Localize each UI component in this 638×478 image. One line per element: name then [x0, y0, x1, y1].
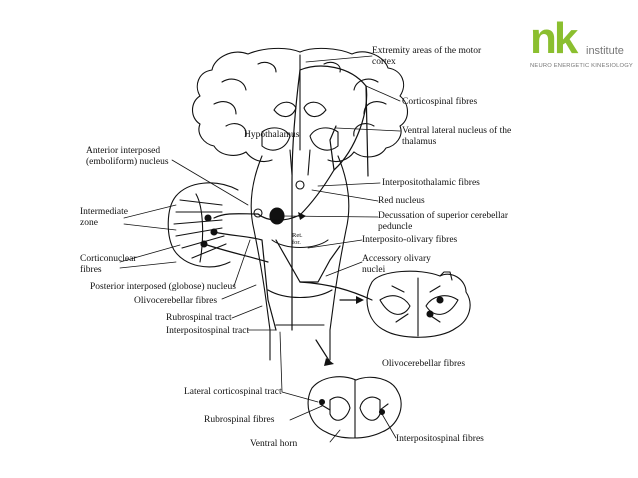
arrowheads — [298, 212, 364, 366]
label-intermediate-zone: Intermediate zone — [80, 207, 129, 228]
label-corticospinal-fibres: Corticospinal fibres — [402, 97, 478, 107]
label-rubrospinal-fibres: Rubrospinal fibres — [204, 415, 275, 425]
label-rubrospinal-tract: Rubrospinal tract — [166, 313, 232, 323]
cerebrum-drawing — [191, 47, 409, 163]
label-interposito-olivary-fibres: Interposito-olivary fibres — [362, 235, 458, 245]
label-posterior-interposed-nucleus: Posterior interposed (globose) nucleus — [90, 282, 236, 292]
label-anterior-interposed-nucleus: Anterior interposed (emboliform) nucleus — [86, 146, 169, 167]
logo-mark: nk — [530, 14, 578, 63]
pathway-fibres — [203, 65, 373, 363]
logo-word: institute — [586, 45, 624, 57]
label-corticonuclear-fibres: Corticonuclear fibres — [80, 254, 137, 275]
label-hypothalamus: Hypothalamus — [244, 130, 300, 140]
label-decussation: Decussation of superior cerebellar pedun… — [378, 211, 509, 232]
leader-lines — [119, 55, 401, 443]
label-interpositospinal-fibres: Interpositospinal fibres — [396, 434, 484, 444]
logo-tagline: NEURO ENERGETIC KINESIOLOGY — [530, 63, 633, 69]
label-red-nucleus: Red nucleus — [378, 196, 425, 206]
label-accessory-olivary-nuclei: Accessory olivary nuclei — [362, 254, 431, 275]
cerebellum-drawing — [167, 182, 239, 268]
label-ventral-horn: Ventral horn — [250, 439, 298, 449]
label-interpositospinal-tract: Interpositospinal tract — [166, 326, 250, 336]
label-interpositothalamic-fibres: Interpositothalamic fibres — [382, 178, 480, 188]
label-ret-for: Ret. for. — [292, 232, 303, 246]
label-ventral-lateral-nucleus: Ventral lateral nucleus of the thalamus — [402, 126, 512, 147]
medulla-section-drawing — [366, 270, 471, 338]
label-lateral-corticospinal-tract: Lateral corticospinal tract — [184, 387, 282, 397]
spinal-cord-section-drawing — [307, 376, 402, 439]
label-olivocerebellar-fibres-left: Olivocerebellar fibres — [134, 296, 218, 306]
nk-institute-logo: nk institute NEURO ENERGETIC KINESIOLOGY — [530, 14, 633, 76]
label-extremity-cortex: Extremity areas of the motor cortex — [372, 46, 482, 67]
label-olivocerebellar-fibres-right: Olivocerebellar fibres — [382, 359, 466, 369]
